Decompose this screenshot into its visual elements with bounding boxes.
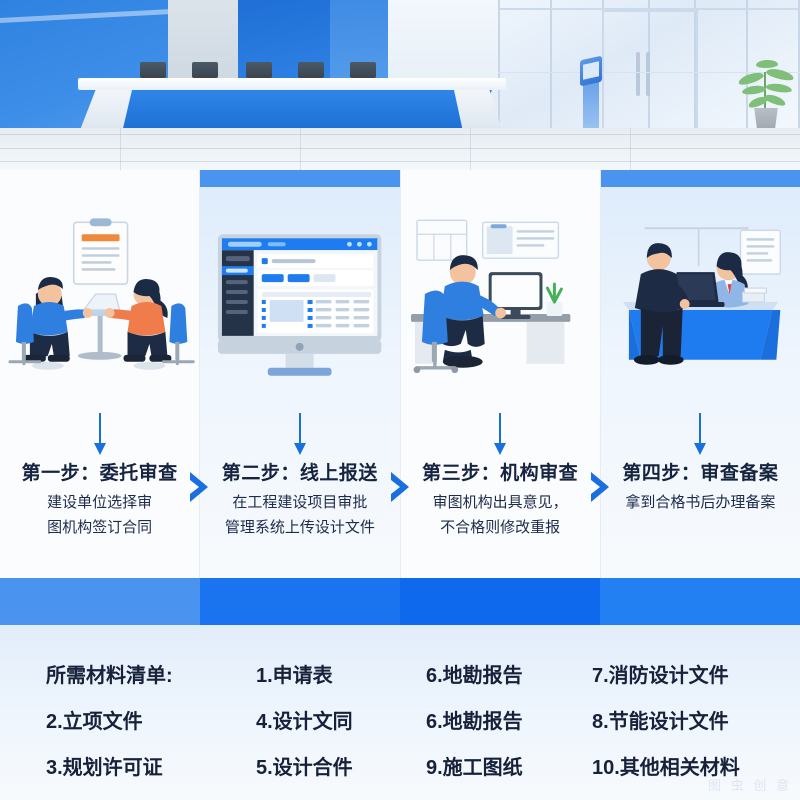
step-desc-line: 拿到合格书后办理备案 — [625, 494, 776, 511]
counter-monitor — [246, 62, 272, 78]
material-item: 6.地勘报告 — [426, 665, 523, 687]
counter-monitor — [140, 62, 166, 78]
hero-reception-counter — [78, 78, 506, 130]
potted-plant — [736, 56, 796, 136]
step-desc-2: 在工程建设项目审批 管理系统上传设计文件 — [200, 490, 399, 540]
material-item: 7.消防设计文件 — [592, 665, 729, 687]
hero-glass-facade — [498, 0, 800, 140]
step-column-4[interactable]: 第四步：审查备案 拿到合格书后办理备案 — [600, 170, 800, 578]
chevron-right-icon-1 — [186, 470, 212, 504]
materials-section: 所需材料清单: 1.申请表 6.地勘报告 7.消防设计文件 2.立项文件 4.设… — [0, 625, 800, 800]
material-item: 1.申请表 — [256, 665, 333, 687]
blue-bar-segment — [200, 578, 400, 625]
step-desc-line: 在工程建设项目审批 — [232, 494, 368, 511]
step-desc-line: 审图机构出具意见， — [432, 494, 568, 511]
blue-bar-segment — [600, 578, 800, 625]
step-desc-line: 不合格则修改重报 — [440, 519, 561, 536]
step-column-1[interactable]: 第一步：委托审查 建设单位选择审 图机构签订合同 — [0, 170, 209, 578]
step-desc-line: 建设单位选择审 — [47, 494, 153, 511]
material-item: 9.施工图纸 — [426, 757, 523, 779]
counter-monitor — [298, 62, 324, 78]
counter-monitor — [350, 62, 376, 78]
down-arrow-icon-4 — [694, 413, 707, 457]
art-reviewer-desk — [401, 210, 600, 400]
blue-bar-segment — [0, 578, 200, 625]
watermark: 图 虫 创 意 — [708, 778, 792, 793]
glass-door — [602, 10, 698, 132]
step-title-4: 第四步：审查备案 — [622, 463, 779, 484]
material-item: 3.规划许可证 — [46, 757, 163, 779]
step-desc-3: 审图机构出具意见， 不合格则修改重报 — [401, 490, 600, 540]
step-column-2[interactable]: 第二步：线上报送 在工程建设项目审批 管理系统上传设计文件 — [200, 170, 409, 578]
step-title-3: 第三步：机构审查 — [422, 463, 579, 484]
art-desktop-dashboard — [200, 210, 399, 400]
hero-office-scene — [0, 0, 800, 170]
counter-monitor — [192, 62, 218, 78]
step-desc-line: 图机构签订合同 — [47, 519, 153, 536]
material-item: 4.设计文同 — [256, 711, 353, 733]
material-item: 10.其他相关材料 — [592, 757, 740, 779]
step-desc-line: 管理系统上传设计文件 — [224, 519, 375, 536]
down-arrow-icon-2 — [293, 413, 306, 457]
step-desc-4: 拿到合格书后办理备案 — [601, 490, 800, 515]
hero-floor — [0, 128, 800, 170]
column-cap — [600, 170, 800, 187]
chevron-right-icon-2 — [387, 470, 413, 504]
material-item: 5.设计合件 — [256, 757, 353, 779]
step-desc-1: 建设单位选择审 图机构签订合同 — [0, 490, 199, 540]
blue-divider-bar — [0, 578, 800, 625]
down-arrow-icon-1 — [93, 413, 106, 457]
art-service-counter — [601, 210, 800, 400]
self-service-kiosk — [580, 55, 602, 130]
chevron-right-icon-3 — [587, 470, 613, 504]
material-item: 8.节能设计文件 — [592, 711, 729, 733]
process-steps: 第一步：委托审查 建设单位选择审 图机构签订合同 — [0, 170, 800, 578]
material-item: 2.立项文件 — [46, 711, 143, 733]
step-column-3[interactable]: 第三步：机构审查 审图机构出具意见， 不合格则修改重报 — [400, 170, 609, 578]
step-title-1: 第一步：委托审查 — [21, 463, 178, 484]
column-cap — [200, 170, 400, 187]
art-two-people-meeting — [0, 210, 199, 400]
materials-grid: 所需材料清单: 1.申请表 6.地勘报告 7.消防设计文件 2.立项文件 4.设… — [46, 659, 762, 780]
down-arrow-icon-3 — [494, 413, 507, 457]
materials-heading: 所需材料清单: — [46, 665, 173, 687]
step-title-2: 第二步：线上报送 — [221, 463, 378, 484]
plant-pot — [754, 108, 778, 134]
material-item: 6.地勘报告 — [426, 711, 523, 733]
blue-bar-segment — [400, 578, 600, 625]
